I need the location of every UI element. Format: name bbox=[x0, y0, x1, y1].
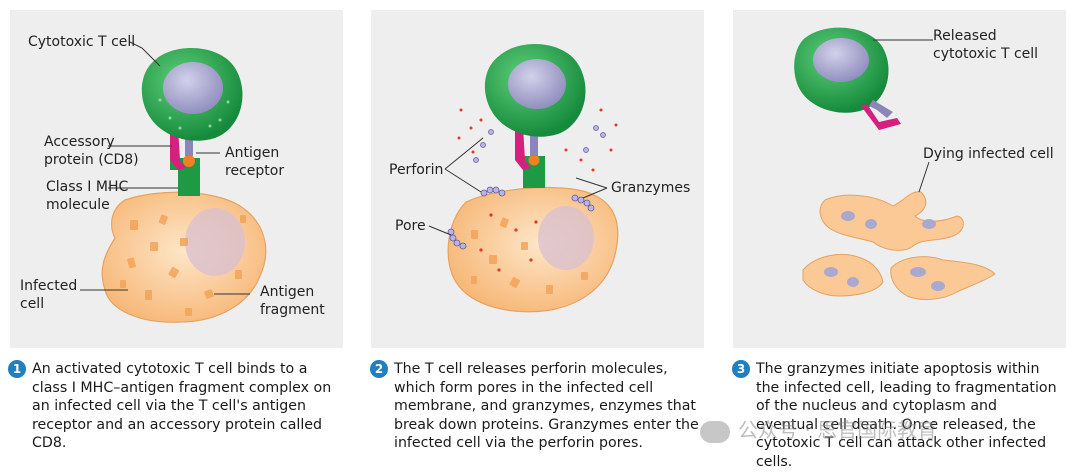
perforin-illustration: Perforin Granzymes Pore bbox=[389, 44, 690, 313]
label-antigen-receptor-line2: receptor bbox=[225, 163, 284, 179]
antigen-fragment-bound bbox=[528, 154, 540, 166]
label-mhc-line2: molecule bbox=[46, 197, 110, 213]
antigen-receptor bbox=[869, 100, 893, 118]
cytotoxic-t-cell bbox=[141, 48, 243, 141]
cytotoxic-t-cell bbox=[484, 44, 586, 137]
binding-illustration: Cytotoxic T cell Accessory protein (CD8)… bbox=[20, 34, 325, 323]
granzyme-molecules bbox=[457, 108, 618, 172]
label-fragment-line2: fragment bbox=[260, 302, 325, 318]
t-cell-nucleus bbox=[163, 62, 223, 114]
caption-step-2: 2 The T cell releases perforin molecules… bbox=[370, 360, 700, 453]
label-mhc-line1: Class Ⅰ MHC bbox=[46, 179, 128, 195]
caption-text: An activated cytotoxic T cell binds to a… bbox=[32, 361, 332, 452]
label-dying-infected-cell: Dying infected cell bbox=[923, 146, 1054, 162]
caption-step-1: 1 An activated cytotoxic T cell binds to… bbox=[8, 360, 338, 453]
apoptosis-illustration: Released cytotoxic T cell Dying infected… bbox=[794, 27, 1054, 300]
panel-apoptosis: Released cytotoxic T cell Dying infected… bbox=[733, 10, 1066, 348]
watermark: 公众号 · 思官国际教育 bbox=[700, 414, 937, 443]
watermark-text: 公众号 · 思官国际教育 bbox=[738, 418, 938, 442]
label-cytotoxic-t-cell: Cytotoxic T cell bbox=[28, 34, 135, 50]
step-number-badge: 2 bbox=[370, 360, 388, 378]
perforin-pore bbox=[447, 186, 595, 250]
nucleus-fragments bbox=[824, 211, 945, 291]
antigen-fragments bbox=[120, 214, 246, 316]
caption-text: The T cell releases perforin molecules, … bbox=[394, 361, 699, 452]
cd8-protein bbox=[170, 128, 186, 170]
step-number-badge: 1 bbox=[8, 360, 26, 378]
infected-cell bbox=[101, 191, 267, 323]
panel-perforin: Perforin Granzymes Pore bbox=[371, 10, 704, 348]
released-t-cell bbox=[794, 27, 901, 130]
antigen-receptor bbox=[530, 118, 538, 156]
label-pore: Pore bbox=[395, 218, 426, 234]
label-infected-line2: cell bbox=[20, 296, 44, 312]
label-infected-line1: Infected bbox=[20, 278, 77, 294]
label-released-line2: cytotoxic T cell bbox=[933, 46, 1038, 62]
label-accessory-line1: Accessory bbox=[44, 134, 115, 150]
panel-binding: Cytotoxic T cell Accessory protein (CD8)… bbox=[10, 10, 343, 348]
mhc-molecule bbox=[523, 156, 545, 188]
caption-text: The granzymes initiate apoptosis within … bbox=[756, 361, 1057, 470]
caption-step-3: 3 The granzymes initiate apoptosis withi… bbox=[732, 360, 1062, 472]
label-antigen-receptor-line1: Antigen bbox=[225, 145, 279, 161]
label-released-line1: Released bbox=[933, 28, 997, 44]
label-granzymes: Granzymes bbox=[611, 180, 690, 196]
cd8-protein bbox=[861, 104, 901, 130]
infected-cell bbox=[447, 186, 619, 313]
dying-infected-cell bbox=[802, 191, 996, 300]
label-perforin: Perforin bbox=[389, 162, 443, 178]
perforin-molecules bbox=[473, 125, 606, 163]
antigen-fragment-bound bbox=[183, 155, 195, 167]
label-fragment-line1: Antigen bbox=[260, 284, 314, 300]
step-number-badge: 3 bbox=[732, 360, 750, 378]
label-accessory-line2: protein (CD8) bbox=[44, 152, 139, 168]
infected-nucleus bbox=[185, 208, 245, 276]
wechat-icon bbox=[700, 420, 730, 443]
cd8-protein bbox=[515, 126, 531, 170]
